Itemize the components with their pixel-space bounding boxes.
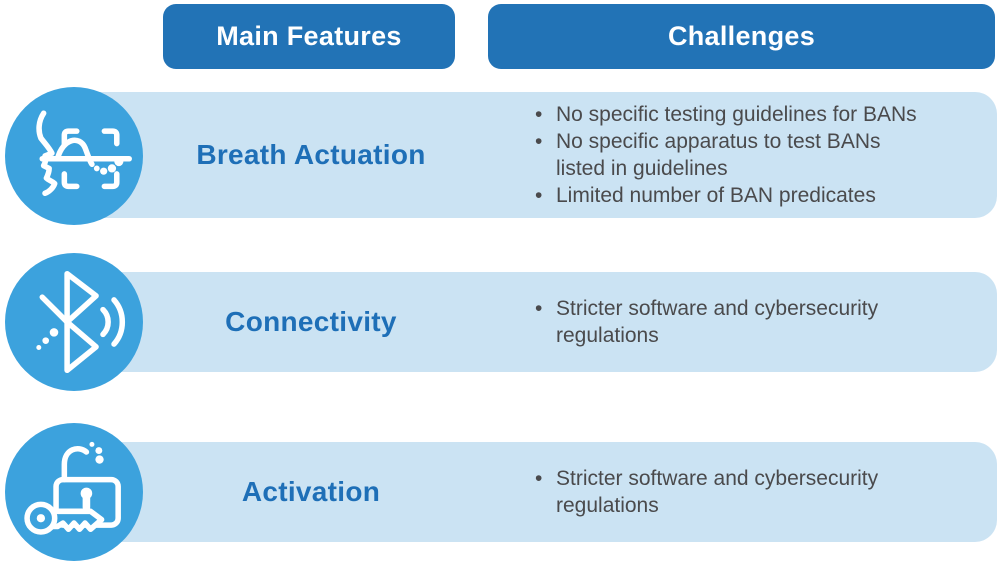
main-features-header-label: Main Features [216, 21, 402, 51]
challenge-item: Stricter software and cybersecurity regu… [533, 465, 983, 519]
key-lock-icon [24, 441, 121, 535]
breath-scan-icon [36, 110, 132, 197]
feature-title: Breath Actuation [196, 139, 426, 170]
breath-actuation-icon-circle [5, 87, 143, 225]
challenge-item: Limited number of BAN predicates [533, 182, 983, 209]
feature-row-breath-actuation: Breath Actuation No specific testing gui… [75, 92, 997, 218]
challenges-list: Stricter software and cybersecurity regu… [533, 295, 983, 349]
challenges-list: No specific testing guidelines for BANs … [533, 101, 983, 209]
activation-icon-circle [5, 423, 143, 561]
challenges-header: Challenges [488, 4, 995, 69]
challenge-item: No specific apparatus to test BANs liste… [533, 128, 983, 182]
challenges-header-label: Challenges [667, 21, 816, 51]
feature-title: Activation [241, 476, 381, 507]
bluetooth-icon [36, 270, 126, 374]
connectivity-icon-circle [5, 253, 143, 391]
main-features-header: Main Features [163, 4, 455, 69]
challenge-item: No specific testing guidelines for BANs [533, 101, 983, 128]
feature-row-activation: Activation Stricter software and cyberse… [75, 442, 997, 542]
feature-row-connectivity: Connectivity Stricter software and cyber… [75, 272, 997, 372]
challenge-item: Stricter software and cybersecurity regu… [533, 295, 983, 349]
challenges-list: Stricter software and cybersecurity regu… [533, 465, 983, 519]
feature-title: Connectivity [225, 306, 397, 337]
